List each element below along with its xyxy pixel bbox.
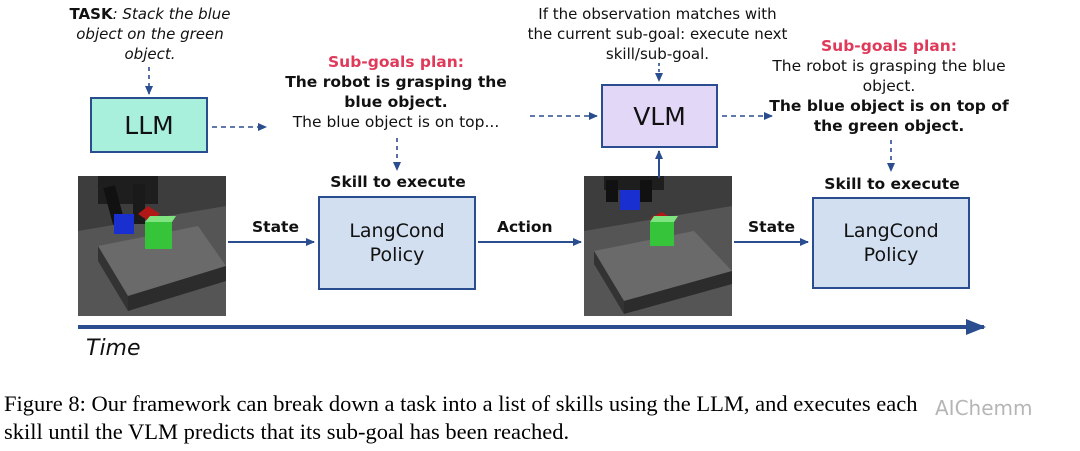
plan1-line3: The blue object is on top... [292, 113, 500, 131]
time-label: Time [86, 336, 141, 361]
task-text: TASK: Stack the blue object on the green… [40, 4, 260, 64]
figure-caption: Figure 8: Our framework can break down a… [4, 390, 1076, 446]
sub-goals-plan-1: Sub-goals plan: The robot is grasping th… [270, 52, 522, 132]
policy1-line2: Policy [369, 244, 425, 266]
observation-line1: If the observation matches with [538, 5, 777, 23]
observation-line2: the current sub-goal: execute next [527, 25, 788, 43]
caption-line2: skill until the VLM predicts that its su… [4, 419, 570, 444]
task-line2: object on the green [76, 25, 224, 43]
state-label-2: State [748, 218, 795, 236]
policy1-line1: LangCond [349, 220, 445, 242]
watermark: AIChemm [935, 396, 1033, 420]
sub-goals-plan-2: Sub-goals plan: The robot is grasping th… [758, 36, 1020, 136]
plan1-heading: Sub-goals plan: [328, 53, 464, 71]
plan2-line4: the green object. [813, 117, 965, 135]
task-line3: object. [124, 45, 176, 63]
policy2-line2: Policy [863, 244, 919, 266]
plan2-heading: Sub-goals plan: [821, 37, 957, 55]
task-label: TASK [69, 5, 113, 23]
caption-line1: Figure 8: Our framework can break down a… [4, 391, 918, 416]
watermark-text: AIChemm [935, 396, 1033, 420]
robot-scene-image-2 [584, 176, 732, 316]
robot-scene-2-drawing [584, 176, 732, 316]
policy2-line1: LangCond [843, 220, 939, 242]
observation-text: If the observation matches with the curr… [505, 4, 810, 64]
action-label: Action [497, 218, 553, 236]
langcond-policy-box-2: LangCond Policy [812, 197, 970, 289]
plan1-line1: The robot is grasping the [285, 73, 507, 91]
observation-line3: skill/sub-goal. [605, 45, 710, 63]
skill-to-execute-label-2: Skill to execute [824, 175, 960, 193]
plan2-line3: The blue object is on top of [769, 97, 1009, 115]
robot-scene-1-drawing [78, 176, 226, 316]
state-label-1: State [252, 218, 299, 236]
plan1-line2: blue object. [344, 93, 448, 111]
plan2-line2: object. [862, 77, 916, 95]
skill-to-execute-label-1: Skill to execute [330, 173, 466, 191]
llm-box: LLM [90, 97, 208, 153]
vlm-label: VLM [633, 101, 686, 131]
langcond-policy-box-1: LangCond Policy [318, 196, 476, 290]
vlm-box: VLM [601, 84, 718, 148]
robot-scene-image-1 [78, 176, 226, 316]
task-line1: : Stack the blue [112, 5, 231, 23]
llm-label: LLM [124, 110, 174, 140]
plan2-line1: The robot is grasping the blue [772, 57, 1006, 75]
